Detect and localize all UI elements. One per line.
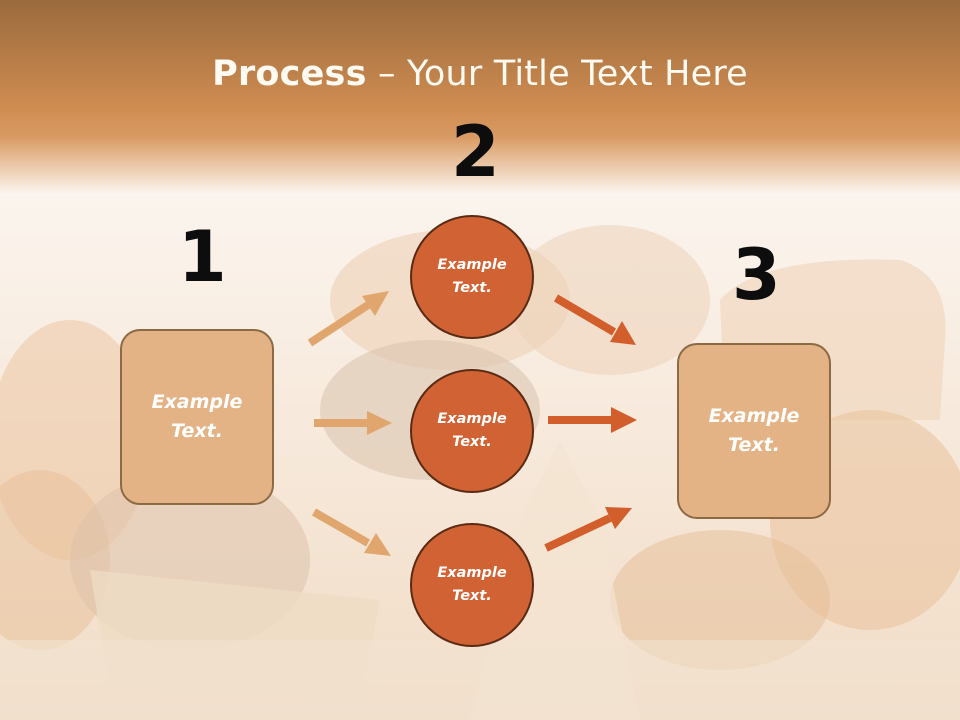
bottom-circle[interactable]: Example Text.: [410, 523, 534, 647]
title-bold-word: Process: [212, 54, 367, 94]
step-number-1: 1: [178, 216, 227, 298]
step-number-2: 2: [451, 111, 500, 193]
bottom-circle-text: Example Text.: [437, 565, 507, 604]
title-rest: – Your Title Text Here: [366, 54, 748, 94]
left-box-text: Example Text.: [151, 391, 243, 442]
middle-circle[interactable]: Example Text.: [410, 369, 534, 493]
left-text-box[interactable]: Example Text.: [120, 329, 274, 505]
slide-title: Process – Your Title Text Here: [0, 54, 960, 94]
step-number-3: 3: [732, 234, 781, 316]
right-text-box[interactable]: Example Text.: [677, 343, 831, 519]
middle-circle-text: Example Text.: [437, 411, 507, 450]
top-circle[interactable]: Example Text.: [410, 215, 534, 339]
top-circle-text: Example Text.: [437, 257, 507, 296]
right-box-text: Example Text.: [708, 405, 800, 456]
